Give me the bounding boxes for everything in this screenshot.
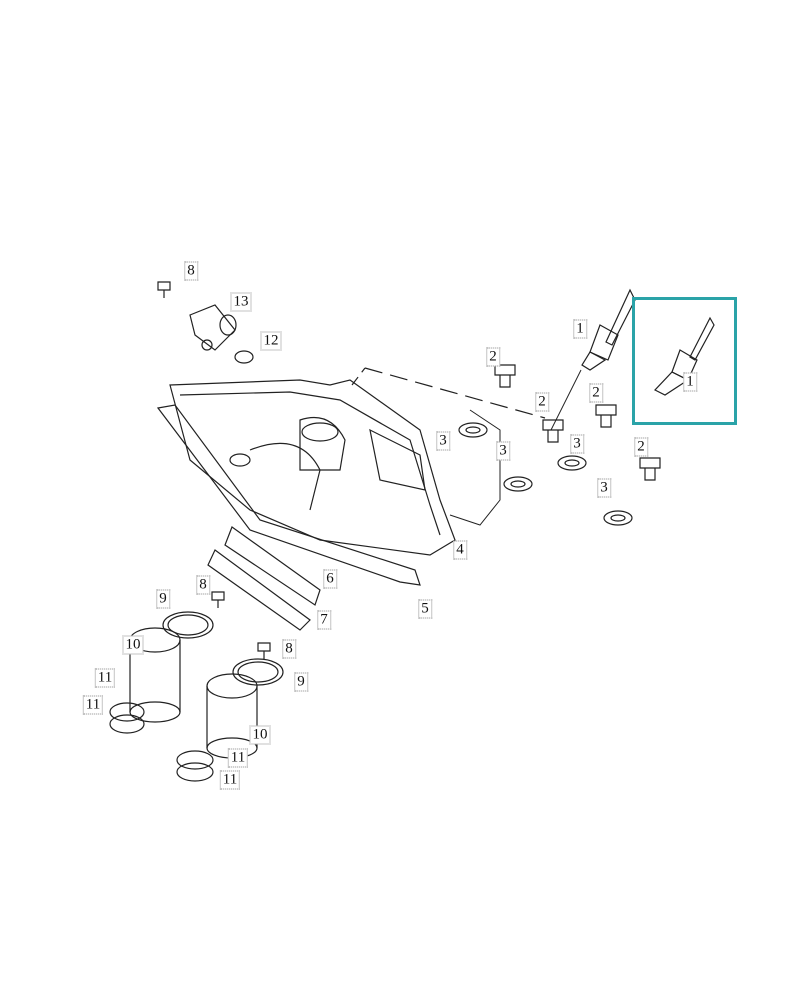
callout-bolt: 8 [184, 261, 198, 281]
callout-tube: 10 [249, 725, 271, 745]
callout-fitting: 13 [230, 292, 252, 312]
washers-3 [458, 422, 633, 526]
highlight-box [632, 297, 737, 425]
spark-plug-1 [550, 288, 636, 431]
callout-washer: 3 [436, 431, 450, 451]
callout-washer: 3 [496, 441, 510, 461]
gasket-7 [207, 549, 311, 631]
fitting-13 [189, 304, 237, 351]
callout-plate: 6 [323, 569, 337, 589]
callout-o-ring: 11 [227, 748, 249, 768]
plate-6 [224, 526, 321, 606]
lower-right-assembly [176, 642, 284, 782]
callout-spark-plug-highlighted: 1 [683, 372, 697, 392]
callout-o-ring: 9 [156, 589, 170, 609]
dashed-leader [364, 367, 546, 419]
bolts-2 [494, 364, 661, 481]
callout-o-ring: 11 [94, 668, 116, 688]
callout-bolt: 2 [634, 437, 648, 457]
callout-tube: 10 [122, 635, 144, 655]
callout-o-ring: 11 [82, 695, 104, 715]
o-ring-12 [234, 350, 254, 364]
callout-o-ring: 11 [219, 770, 241, 790]
callout-spark-plug: 1 [573, 319, 587, 339]
bolt-8-top [157, 281, 171, 298]
callout-bolt: 2 [486, 347, 500, 367]
callout-bolt: 2 [589, 383, 603, 403]
callout-bolt: 8 [282, 639, 296, 659]
callout-gasket: 7 [317, 610, 331, 630]
gasket-5 [156, 404, 421, 586]
cylinder-head-cover [169, 379, 456, 556]
callout-o-ring: 9 [294, 672, 308, 692]
callout-washer: 3 [570, 434, 584, 454]
callout-bolt: 8 [196, 575, 210, 595]
callout-o-ring: 12 [260, 331, 282, 351]
callout-cylinder-head-cover: 4 [453, 540, 467, 560]
callout-washer: 3 [597, 478, 611, 498]
callout-gasket: 5 [418, 599, 432, 619]
callout-bolt: 2 [535, 392, 549, 412]
